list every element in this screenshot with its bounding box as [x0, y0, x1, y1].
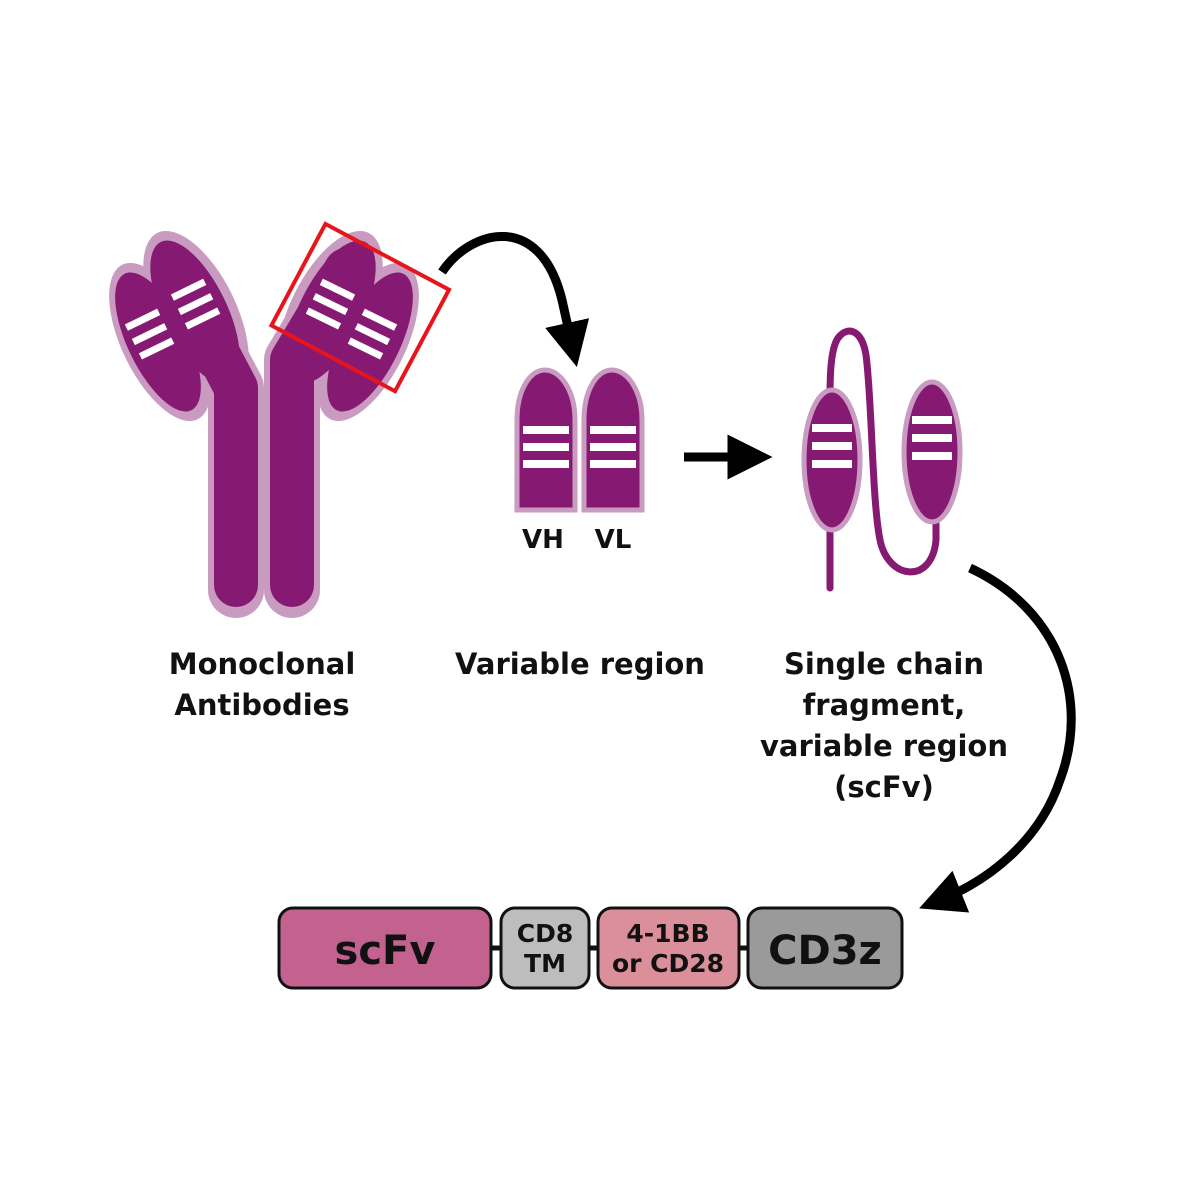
svg-text:Antibodies: Antibodies [174, 688, 349, 722]
scfv-box [277, 906, 493, 990]
costim-box [596, 906, 741, 990]
variable-region-caption: Variable region [455, 647, 705, 681]
cd3z-box-label: CD3z [768, 928, 882, 974]
svg-text:or CD28: or CD28 [612, 949, 724, 978]
vh-label: VH [522, 525, 564, 555]
variable-domains-icon [514, 367, 645, 513]
scfv-linker-icon [801, 327, 963, 592]
arrow-to-construct [919, 563, 1076, 913]
cd3z-box [746, 906, 904, 990]
arrow-to-variable-region [438, 232, 590, 367]
svg-text:variable region: variable region [760, 729, 1008, 763]
monoclonal-caption: Monoclonal Antibodies [169, 647, 356, 722]
highlight-box [268, 221, 452, 394]
antibody-icon [109, 230, 419, 618]
svg-text:Monoclonal: Monoclonal [169, 647, 356, 681]
scfv-caption: Single chain fragment, variable region (… [760, 647, 1008, 804]
cd8tm-box [499, 906, 591, 990]
svg-text:4-1BB: 4-1BB [626, 919, 709, 948]
svg-text:(scFv): (scFv) [834, 770, 934, 804]
svg-text:Single chain: Single chain [784, 647, 984, 681]
car-construct: scFv CD8 TM 4-1BB or CD28 CD3z [277, 906, 904, 990]
svg-text:fragment,: fragment, [803, 688, 966, 722]
svg-text:CD8: CD8 [517, 919, 574, 948]
scfv-box-label: scFv [335, 928, 436, 974]
svg-text:TM: TM [524, 949, 566, 978]
cdr-stripes [124, 278, 398, 360]
vl-label: VL [595, 525, 632, 555]
